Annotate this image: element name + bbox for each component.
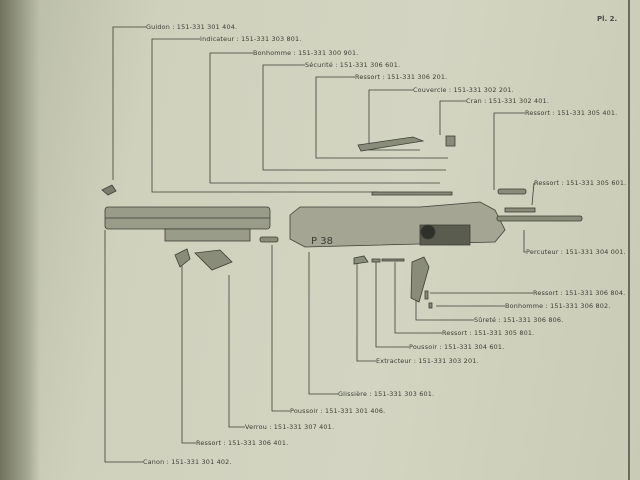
slide (289, 201, 506, 248)
part-label-extracteur: Extracteur : 151-331 303 201. (376, 357, 479, 365)
part-label-indicateur: Indicateur : 151-331 303 801. (200, 35, 302, 43)
small-parts (353, 135, 583, 309)
part-label-ressort-306401: Ressort : 151-331 306 401. (196, 439, 289, 447)
part-label-cran: Cran : 151-331 302 401. (466, 97, 550, 105)
part-label-canon: Canon : 151-331 301 402. (143, 458, 232, 466)
part-label-ressort-306804: Ressort : 151-331 306 804. (533, 289, 626, 297)
part-label-glissiere: Glissière : 151-331 303 601. (338, 390, 435, 398)
part-label-bonhomme: Bonhomme : 151-331 300 901. (253, 49, 359, 57)
part-label-poussoir-301406: Poussoir : 151-331 301 406. (290, 407, 386, 415)
plate-number: Pl. 2. (597, 15, 618, 23)
slide-marking: P 38 (311, 236, 333, 247)
part-label-bonhomme-306802: Bonhomme : 151-331 306 802. (505, 302, 611, 310)
part-label-ressort-306201: Ressort : 151-331 306 201. (355, 73, 448, 81)
part-label-ressort-305801: Ressort : 151-331 305 801. (442, 329, 535, 337)
part-label-surete: Sûreté : 151-331 306 806. (474, 316, 564, 324)
part-label-verrou: Verrou : 151-331 307 401. (245, 423, 335, 431)
part-label-ressort-305601: Ressort : 151-331 305 601. (534, 179, 627, 187)
plate-border (628, 0, 630, 480)
barrel (104, 206, 271, 242)
part-label-percuteur: Percuteur : 151-331 304 001. (526, 248, 626, 256)
part-label-poussoir-304601: Poussoir : 151-331 304 601. (409, 343, 505, 351)
leader-lines (104, 26, 535, 463)
part-label-securite: Sécurité : 151-331 306 601. (305, 61, 401, 69)
barrel-plunger (259, 236, 279, 243)
front-sight (101, 184, 117, 196)
part-label-ressort-305401: Ressort : 151-331 305 401. (525, 109, 618, 117)
page-binding-shadow (0, 0, 40, 480)
part-label-couvercle: Couvercle : 151-331 302 201. (413, 86, 514, 94)
locking-block (174, 248, 233, 271)
part-label-guidon: Guidon : 151-331 301 404. (146, 23, 238, 31)
